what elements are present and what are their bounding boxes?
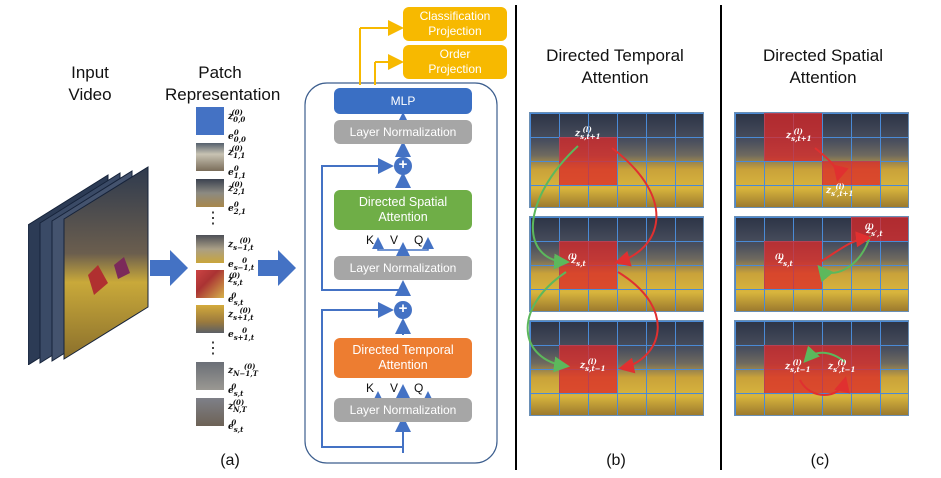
- input-video-stack: [27, 165, 158, 366]
- plus-sign-lower: +: [398, 300, 408, 317]
- patch-cls-token: [196, 107, 224, 135]
- panel-c-label-top-sprime: zs′,t+1(l): [826, 182, 854, 198]
- panel-c-title: Directed Spatial Attention: [762, 46, 883, 87]
- panel-b-label-bottom: zs,t−1(l): [580, 357, 606, 373]
- patch-label: zN,T(0)es,t0: [228, 398, 247, 434]
- patch-label: zs,t(0)es,t0: [228, 271, 244, 307]
- classification-projection-block: Classification Projection: [403, 7, 507, 41]
- q-label-spatial: Q: [414, 233, 424, 247]
- panel-c-label-bottom-s: zs,t−1(l): [785, 358, 811, 374]
- patch-to-transformer-arrow: [258, 250, 296, 286]
- highlight-patch: [559, 137, 617, 185]
- layer-norm-top: Layer Normalization: [334, 120, 472, 144]
- highlight-patch: [764, 345, 880, 393]
- v-label-temporal: V: [390, 381, 399, 395]
- highlight-patch: [764, 241, 822, 289]
- panel-b-frame-middle: [529, 216, 704, 312]
- caption-c: (c): [810, 452, 830, 469]
- directed-spatial-attention-block: Directed Spatial Attention: [334, 190, 472, 230]
- transformer-block: [304, 82, 498, 464]
- panel-c-frame-bottom: [734, 320, 909, 416]
- panel-c-frame-top: [734, 112, 909, 208]
- patch-representation-label: Patch Representation: [165, 63, 281, 104]
- k-label-temporal: K: [366, 381, 375, 395]
- layer-norm-bottom: Layer Normalization: [334, 398, 472, 422]
- panel-b-label-top: zs,t+1(l): [575, 125, 601, 141]
- highlight-patch: [764, 113, 822, 161]
- patch-tile-n-T: [196, 398, 224, 426]
- k-label-spatial: K: [366, 233, 375, 247]
- highlight-patch: [559, 241, 617, 289]
- panel-c-label-middle-sprime: zs′,t(l): [864, 222, 883, 238]
- panel-b-frame-bottom: [529, 320, 704, 416]
- patch-label: z0,0(0)e0,00: [228, 108, 246, 144]
- patch-tile-n-1-T: [196, 362, 224, 390]
- v-label-spatial: V: [390, 233, 399, 247]
- panel-b-label-middle: zs,t(l): [567, 252, 586, 268]
- patch-tile-1-1: [196, 143, 224, 171]
- panel-c-label-bottom-sprime: zs′,t−1(l): [828, 358, 856, 374]
- panel-c-label-middle-s: zs,t(l): [774, 252, 793, 268]
- patch-label: z1,1(0)e1,10: [228, 144, 246, 180]
- dots-upper: ⋮: [205, 210, 221, 227]
- panel-b-title: Directed Temporal Attention: [546, 46, 684, 87]
- caption-a: (a): [220, 452, 240, 469]
- patch-label: z2,1(0)e2,10: [228, 180, 246, 216]
- input-video-label: Input Video: [68, 63, 112, 104]
- patch-label: zs−1,t(0)es−1,t0: [228, 236, 255, 272]
- layer-norm-middle: Layer Normalization: [334, 256, 472, 280]
- q-label-temporal: Q: [414, 381, 424, 395]
- mlp-block: MLP: [334, 88, 472, 114]
- order-projection-block: Order Projection: [403, 45, 507, 79]
- patch-label: zs+1,t(0)es+1,t0: [228, 306, 255, 342]
- dots-lower: ⋮: [205, 340, 221, 357]
- panel-c-label-top-s: zs,t+1(l): [786, 127, 812, 143]
- directed-temporal-attention-block: Directed Temporal Attention: [334, 338, 472, 378]
- caption-b: (b): [606, 452, 626, 469]
- patch-tile-s-t: [196, 270, 224, 298]
- residual-add-lower: [394, 301, 412, 319]
- input-to-patch-arrow: [150, 250, 188, 286]
- plus-sign-upper: +: [398, 156, 408, 173]
- patch-label: zN−1,T(0)es,t0: [228, 362, 258, 398]
- patch-tile-2-1: [196, 179, 224, 207]
- patch-tile-s-1-t: [196, 235, 224, 263]
- panel-b-frame-top: [529, 112, 704, 208]
- patch-tile-s+1-t: [196, 305, 224, 333]
- residual-add-upper: [394, 157, 412, 175]
